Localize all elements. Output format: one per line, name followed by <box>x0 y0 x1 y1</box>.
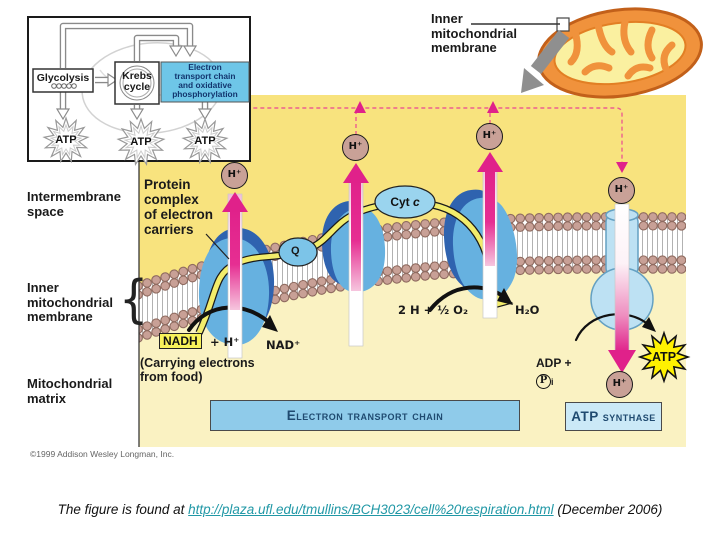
cyt-c-label: Cyt c <box>380 195 430 209</box>
slide-caption: The figure is found at http://plaza.ufl.… <box>0 502 720 517</box>
phosphate-subscript: i <box>551 376 554 387</box>
inset-etc-label: Electron transport chain and oxidative p… <box>172 62 238 100</box>
proton-pump-arrows <box>222 152 636 373</box>
glucose-chain-icon <box>51 83 77 89</box>
h-plus-circle-1: H⁺ <box>221 162 248 189</box>
krebs-cycle-label: Krebs cycle <box>122 70 152 94</box>
cyt-text: Cyt <box>390 195 410 209</box>
inner-membrane-label: Inner mitochondrial membrane <box>27 280 113 325</box>
inset-atp-label-2: ATP <box>130 136 152 148</box>
electron-transport-chain-box: Electron transport chain <box>210 400 520 431</box>
intermembrane-space-label: Intermembrane space <box>27 189 121 219</box>
caption-prefix: The figure is found at <box>57 502 189 517</box>
inset-atp-starbursts <box>42 116 229 167</box>
h-plus-circle-synthase-bottom: H⁺ <box>606 371 633 398</box>
callout-inner-membrane-label: Inner mitochondrial membrane <box>431 11 517 56</box>
oxygen-reactant-label: 2 H + ½ O₂ <box>398 303 468 317</box>
zoom-arrow <box>521 30 570 93</box>
cristae <box>567 18 676 80</box>
h-plus-circle-3: H⁺ <box>476 123 503 150</box>
h-plus-circle-synthase-top: H⁺ <box>608 177 635 204</box>
q-label: Q <box>291 245 300 257</box>
caption-link[interactable]: http://plaza.ufl.edu/tmullins/BCH3023/ce… <box>188 502 554 517</box>
inset-atp-label-3: ATP <box>194 135 216 147</box>
membrane-brace: { <box>119 268 149 330</box>
adp-text: ADP + <box>536 356 572 371</box>
respiration-overview-inset <box>27 16 251 167</box>
atp-starburst <box>637 330 691 384</box>
glycolysis-label: Glycolysis <box>36 72 90 84</box>
atp-synthase-box: ATP synthase <box>565 402 662 431</box>
phosphate-circle-icon: P <box>536 373 551 389</box>
mitochondrion-panel <box>138 95 691 447</box>
atp-burst-label: ATP <box>651 350 677 364</box>
copyright-text: ©1999 Addison Wesley Longman, Inc. <box>30 449 175 459</box>
cytochrome-c <box>374 185 436 219</box>
water-product-label: H₂O <box>515 303 540 317</box>
carrying-electrons-label: (Carrying electrons from food) <box>140 356 255 384</box>
inset-pipes <box>55 22 213 121</box>
cyt-c-italic: c <box>413 195 420 209</box>
ubiquinone-q <box>278 237 318 267</box>
mitochondrion-illustration <box>471 7 703 99</box>
inset-etc-box <box>160 61 250 103</box>
h-plus-circle-2: H⁺ <box>342 134 369 161</box>
matrix-label: Mitochondrial matrix <box>27 376 113 406</box>
protein-complex-leader-line <box>205 233 230 260</box>
glycolysis-box <box>32 68 94 93</box>
caption-suffix: (December 2006) <box>553 502 663 517</box>
oxygen-to-water-arrow <box>428 285 513 312</box>
nadh-box: NADH <box>159 333 202 349</box>
adp-to-atp-arrow <box>574 313 656 342</box>
plus-h-label: + H⁺ <box>210 335 240 349</box>
synthase-down-arrowhead <box>608 350 636 373</box>
nad-label: NAD⁺ <box>266 338 301 352</box>
inset-atp-label-1: ATP <box>55 134 77 146</box>
protein-complex-label: Protein complex of electron carriers <box>144 177 214 238</box>
